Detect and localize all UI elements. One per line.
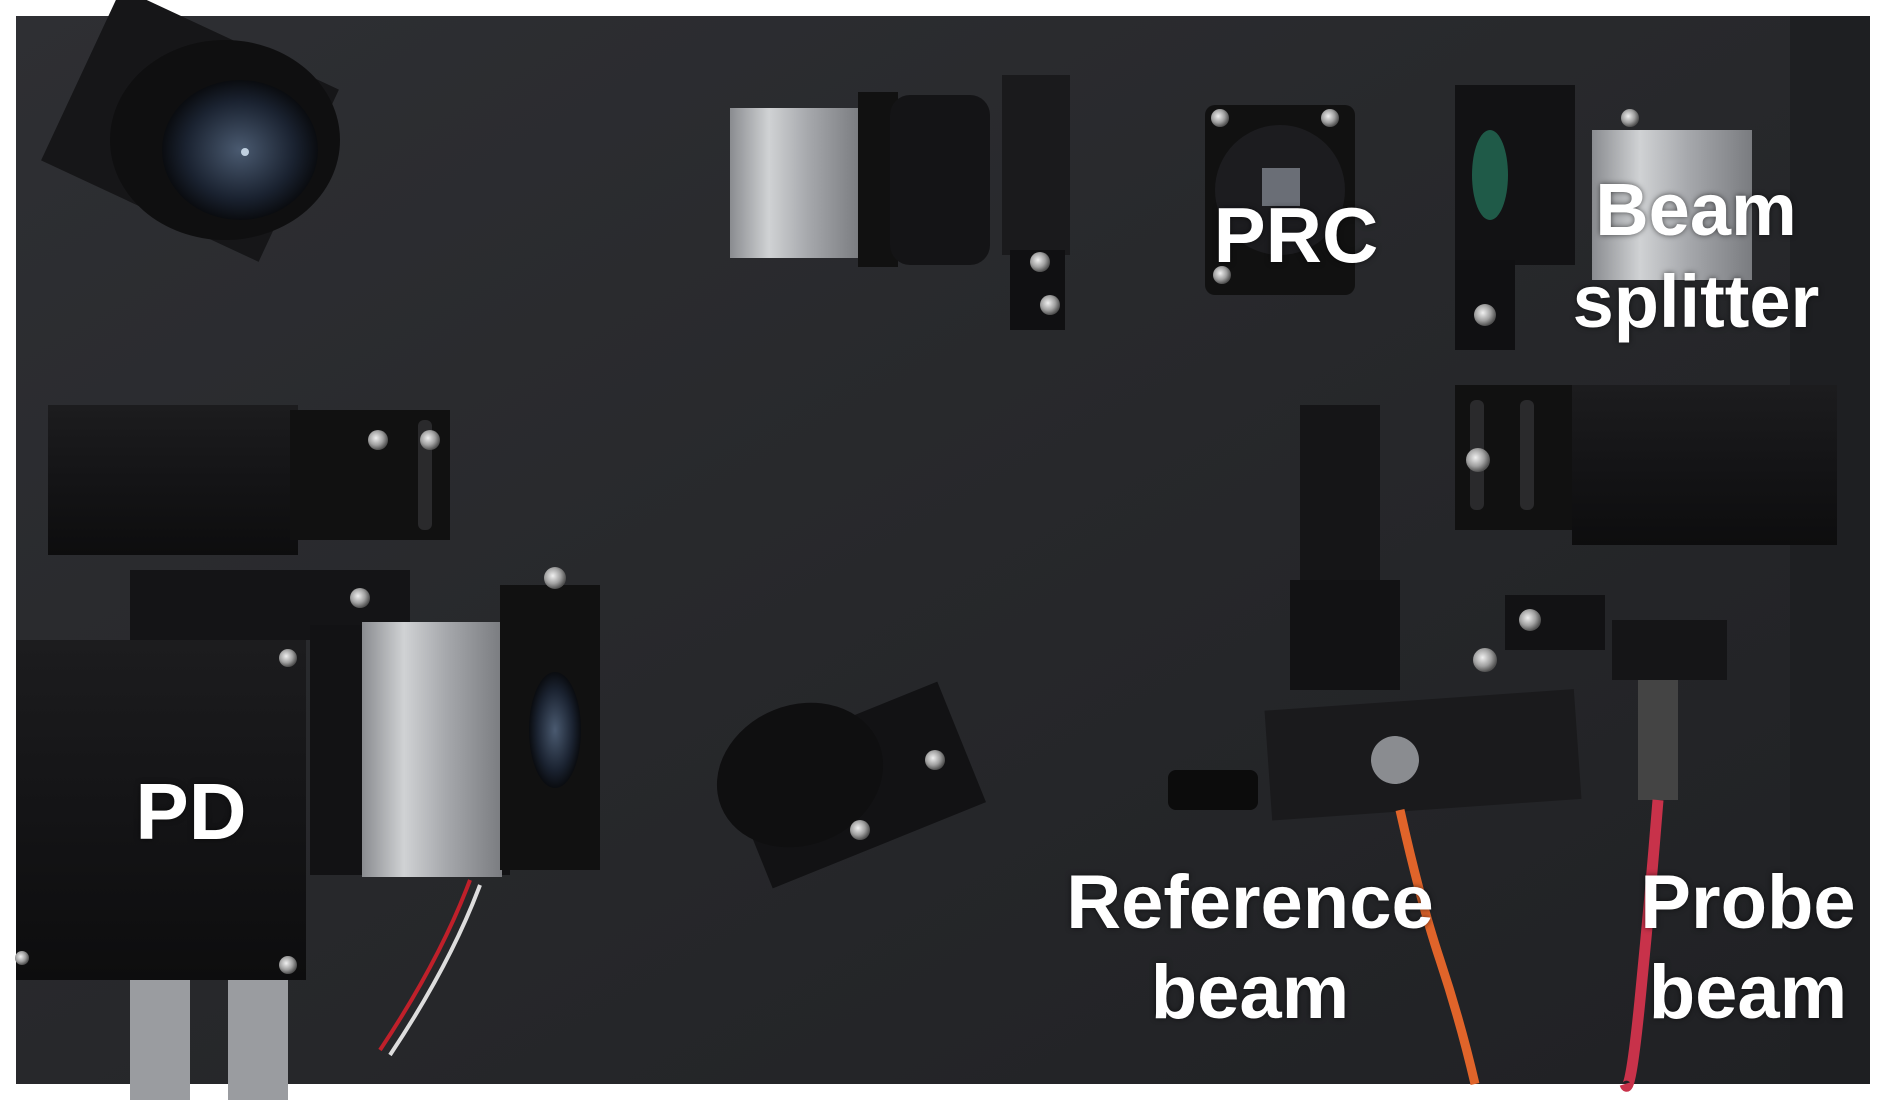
probe-beam-label-line2: beam [1648, 950, 1848, 1035]
right-long-block [1455, 385, 1837, 545]
mirror-top-left [41, 0, 340, 262]
pd-wires [378, 879, 472, 1052]
reference-beam-label-line2: beam [1150, 950, 1350, 1035]
prc-mount [1205, 105, 1355, 295]
pd-cube-mount [310, 567, 600, 877]
probe-beam-label: Probe beam [1618, 858, 1878, 1038]
pd-label-text: PD [135, 767, 247, 856]
beam-splitter-label-line1: Beam [1595, 168, 1797, 251]
probe-fiber [1619, 799, 1664, 1092]
reference-beam-label: Reference beam [1060, 858, 1440, 1038]
prc-label-text: PRC [1213, 191, 1379, 279]
pd-label: PD [116, 772, 266, 852]
beam-splitter-label-line2: splitter [1572, 260, 1820, 343]
beam-splitter-label: Beam splitter [1546, 164, 1846, 348]
reference-collimator [1168, 405, 1582, 821]
beam-splitter-assembly [1455, 85, 1752, 350]
probe-fiber-mount [1505, 595, 1727, 800]
pd-housing [15, 570, 410, 1100]
prc-label: PRC [1196, 196, 1396, 274]
reference-beam-label-line1: Reference [1066, 860, 1434, 945]
top-cube-assembly [730, 75, 1070, 330]
left-long-block [48, 405, 450, 555]
reference-fiber [1395, 809, 1480, 1086]
mirror-center [716, 681, 986, 889]
probe-beam-label-line1: Probe [1640, 860, 1856, 945]
